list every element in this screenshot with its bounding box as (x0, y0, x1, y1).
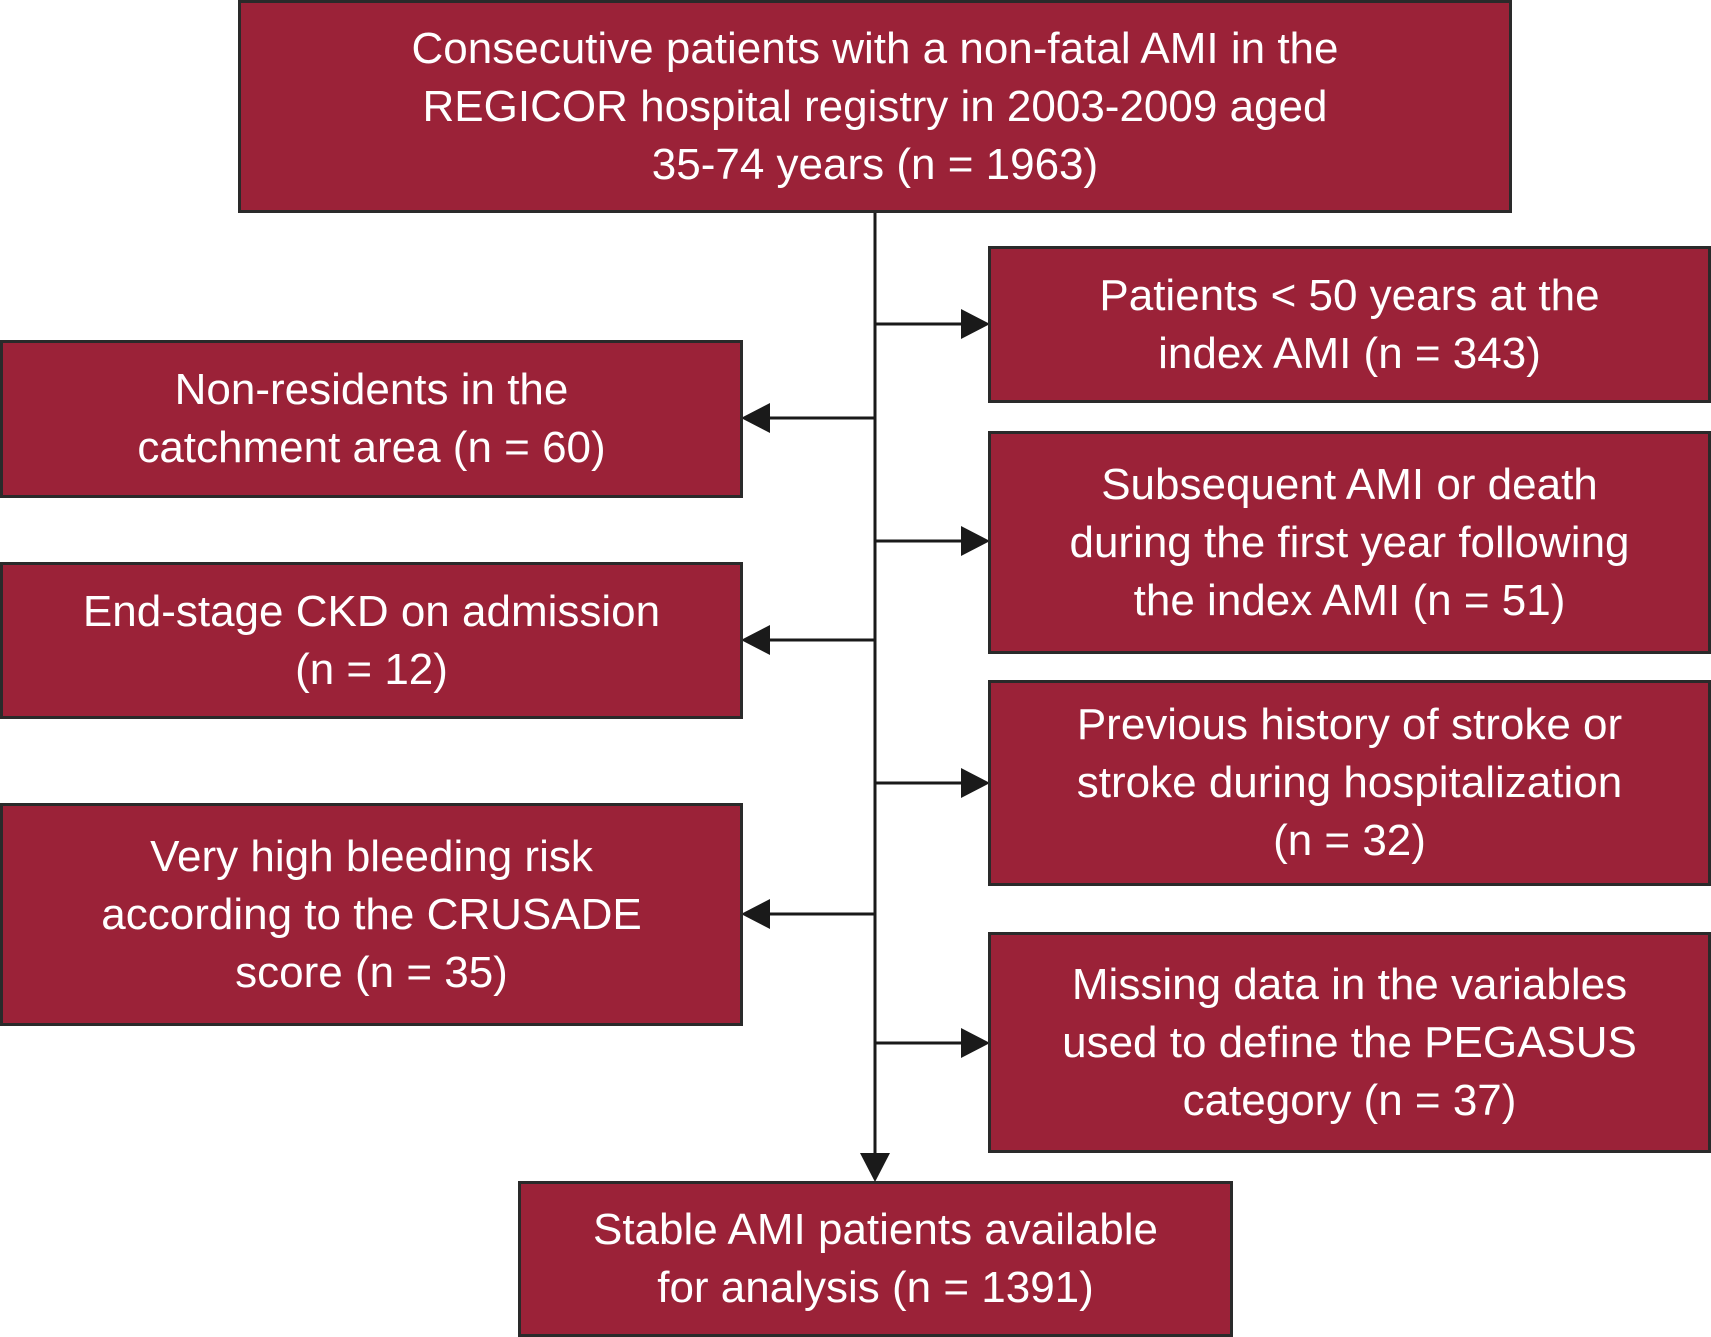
right-box-1-text: Patients < 50 years at the index AMI (n … (1099, 270, 1600, 378)
left-box-3-text: Very high bleeding risk according to the… (101, 831, 642, 997)
left-box-1: Non-residents in the catchment area (n =… (0, 340, 743, 498)
right-box-4: Missing data in the variables used to de… (988, 932, 1711, 1153)
top-box: Consecutive patients with a non-fatal AM… (238, 0, 1512, 213)
arrow-left-3 (741, 899, 770, 929)
arrow-left-2 (741, 625, 770, 655)
bottom-box: Stable AMI patients available for analys… (518, 1181, 1233, 1337)
arrow-right-3 (961, 768, 990, 798)
right-box-2-text: Subsequent AMI or death during the first… (1069, 459, 1630, 625)
arrow-right-1 (961, 309, 990, 339)
right-box-3: Previous history of stroke or stroke dur… (988, 680, 1711, 886)
right-box-3-text: Previous history of stroke or stroke dur… (1076, 700, 1623, 865)
left-box-3: Very high bleeding risk according to the… (0, 803, 743, 1026)
left-box-2: End-stage CKD on admission (n = 12) (0, 562, 743, 719)
right-box-1: Patients < 50 years at the index AMI (n … (988, 246, 1711, 403)
right-box-4-text: Missing data in the variables used to de… (1062, 959, 1637, 1125)
bottom-box-text: Stable AMI patients available for analys… (592, 1205, 1159, 1312)
left-box-1-text: Non-residents in the catchment area (n =… (137, 365, 606, 472)
arrow-to-bottom (860, 1153, 890, 1182)
right-box-2: Subsequent AMI or death during the first… (988, 431, 1711, 654)
arrow-left-1 (741, 403, 770, 433)
left-box-2-text: End-stage CKD on admission (n = 12) (82, 586, 661, 694)
arrow-right-2 (961, 526, 990, 556)
top-box-text: Consecutive patients with a non-fatal AM… (411, 23, 1339, 189)
arrow-right-4 (961, 1028, 990, 1058)
